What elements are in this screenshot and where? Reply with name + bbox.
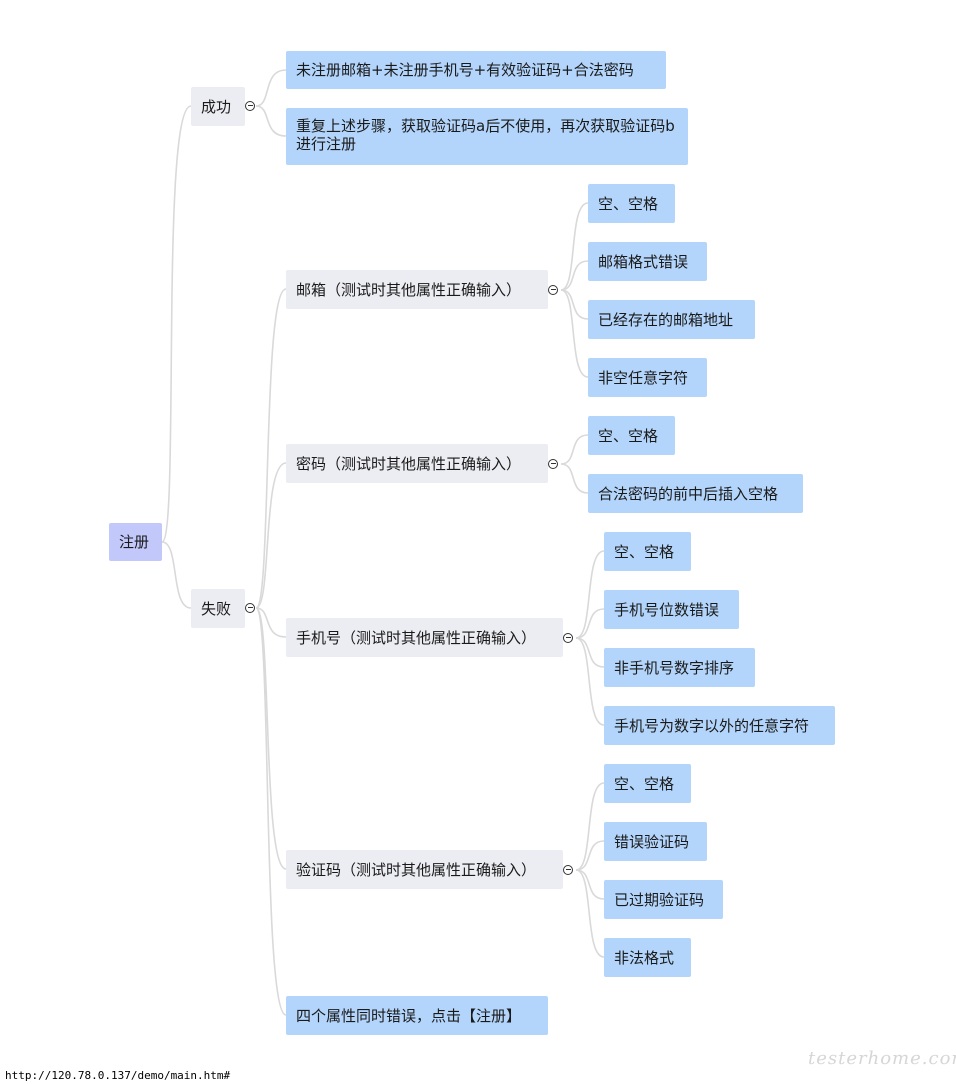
captcha-item-1[interactable]: 空、空格 xyxy=(604,764,691,803)
collapse-captcha-icon[interactable] xyxy=(563,865,573,875)
email-item-2[interactable]: 邮箱格式错误 xyxy=(588,242,707,281)
email-item-1[interactable]: 空、空格 xyxy=(588,184,675,223)
collapse-phone-icon[interactable] xyxy=(563,633,573,643)
watermark: testerhome.com xyxy=(808,1048,956,1069)
phone-item-2[interactable]: 手机号位数错误 xyxy=(604,590,739,629)
success-label: 成功 xyxy=(201,97,232,116)
captcha-item-3[interactable]: 已过期验证码 xyxy=(604,880,723,919)
email-node[interactable]: 邮箱（测试时其他属性正确输入） xyxy=(286,270,548,309)
collapse-success-icon[interactable] xyxy=(245,101,255,111)
password-item-2[interactable]: 合法密码的前中后插入空格 xyxy=(588,474,803,513)
captcha-label: 验证码（测试时其他属性正确输入） xyxy=(296,860,537,879)
collapse-failure-icon[interactable] xyxy=(245,603,255,613)
collapse-email-icon[interactable] xyxy=(548,285,558,295)
password-item-1-text: 空、空格 xyxy=(598,426,659,445)
root-node[interactable]: 注册 xyxy=(109,523,162,561)
success-item-1-text: 未注册邮箱+未注册手机号+有效验证码+合法密码 xyxy=(296,61,634,79)
captcha-item-2[interactable]: 错误验证码 xyxy=(604,822,707,861)
phone-item-4[interactable]: 手机号为数字以外的任意字符 xyxy=(604,706,835,745)
phone-node[interactable]: 手机号（测试时其他属性正确输入） xyxy=(286,618,563,657)
phone-item-3[interactable]: 非手机号数字排序 xyxy=(604,648,755,687)
failure-node[interactable]: 失败 xyxy=(191,589,245,628)
phone-item-4-text: 手机号为数字以外的任意字符 xyxy=(614,716,810,735)
password-node[interactable]: 密码（测试时其他属性正确输入） xyxy=(286,444,548,483)
email-item-1-text: 空、空格 xyxy=(598,194,659,213)
captcha-item-3-text: 已过期验证码 xyxy=(614,890,705,909)
captcha-item-1-text: 空、空格 xyxy=(614,774,675,793)
phone-item-1[interactable]: 空、空格 xyxy=(604,532,691,571)
email-item-2-text: 邮箱格式错误 xyxy=(598,252,689,271)
collapse-password-icon[interactable] xyxy=(548,459,558,469)
phone-item-3-text: 非手机号数字排序 xyxy=(614,658,735,677)
success-item-2[interactable]: 重复上述步骤，获取验证码a后不使用，再次获取验证码b进行注册 xyxy=(286,108,688,165)
email-label: 邮箱（测试时其他属性正确输入） xyxy=(296,280,522,299)
email-item-4[interactable]: 非空任意字符 xyxy=(588,358,707,397)
email-item-3[interactable]: 已经存在的邮箱地址 xyxy=(588,300,755,339)
all-wrong-node[interactable]: 四个属性同时错误，点击【注册】 xyxy=(286,996,548,1035)
captcha-item-2-text: 错误验证码 xyxy=(614,832,690,851)
email-item-3-text: 已经存在的邮箱地址 xyxy=(598,310,734,329)
captcha-node[interactable]: 验证码（测试时其他属性正确输入） xyxy=(286,850,563,889)
captcha-item-4-text: 非法格式 xyxy=(614,948,675,967)
password-item-1[interactable]: 空、空格 xyxy=(588,416,675,455)
phone-item-1-text: 空、空格 xyxy=(614,542,675,561)
phone-item-2-text: 手机号位数错误 xyxy=(614,600,720,619)
password-item-2-text: 合法密码的前中后插入空格 xyxy=(598,484,779,503)
success-node[interactable]: 成功 xyxy=(191,87,245,126)
password-label: 密码（测试时其他属性正确输入） xyxy=(296,454,522,473)
all-wrong-text: 四个属性同时错误，点击【注册】 xyxy=(296,1006,522,1025)
phone-label: 手机号（测试时其他属性正确输入） xyxy=(296,628,537,647)
email-item-4-text: 非空任意字符 xyxy=(598,368,689,387)
failure-label: 失败 xyxy=(201,599,232,618)
status-bar-url: http://120.78.0.137/demo/main.htm# xyxy=(5,1069,231,1082)
success-item-1[interactable]: 未注册邮箱+未注册手机号+有效验证码+合法密码 xyxy=(286,51,666,89)
captcha-item-4[interactable]: 非法格式 xyxy=(604,938,691,977)
success-item-2-text: 重复上述步骤，获取验证码a后不使用，再次获取验证码b进行注册 xyxy=(296,117,675,153)
root-label: 注册 xyxy=(119,533,150,551)
